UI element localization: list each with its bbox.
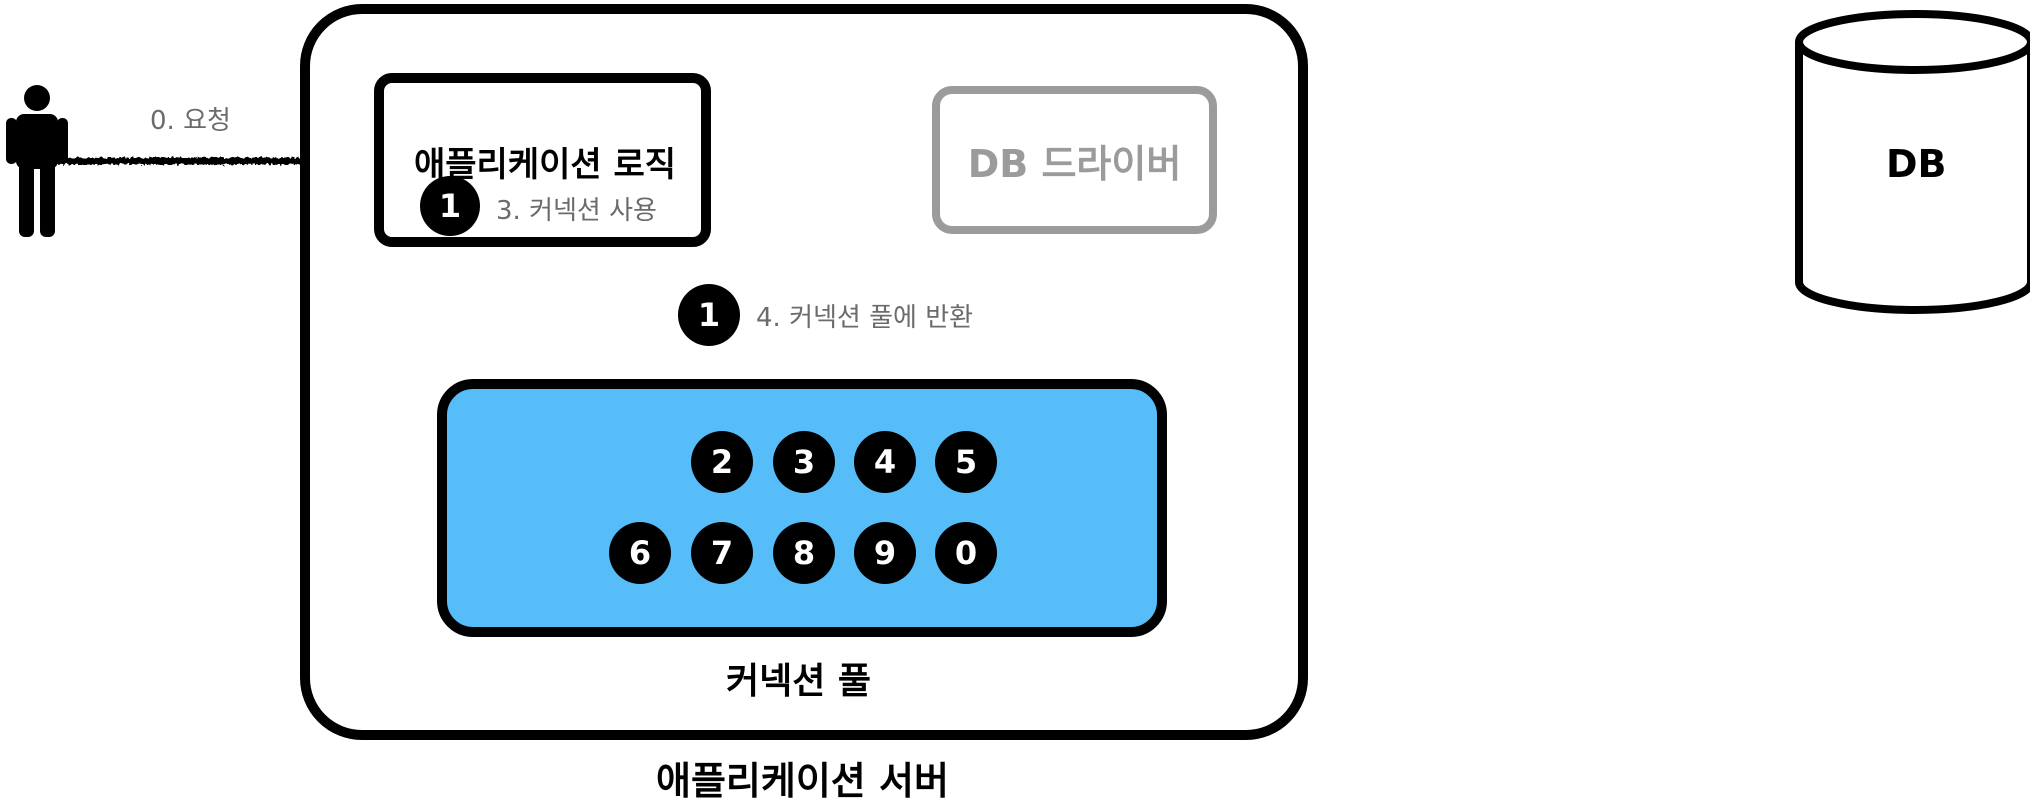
user-icon: [6, 85, 68, 237]
step-use-connection-label: 3. 커넥션 사용: [496, 196, 657, 226]
connection-pool-label: 커넥션 풀: [726, 661, 872, 702]
connection-1-in-use: 1: [420, 176, 480, 236]
pool-connection-4: 4: [854, 431, 916, 493]
pool-connection-9: 9: [854, 522, 916, 584]
pool-connection-0: 0: [935, 522, 997, 584]
connection-pool-box: [437, 379, 1167, 637]
step-request-label: 0. 요청: [150, 106, 231, 136]
pool-connection-6: 6: [609, 522, 671, 584]
application-server-label: 애플리케이션 서버: [656, 759, 949, 803]
pool-connection-2: 2: [691, 431, 753, 493]
pool-connection-3: 3: [773, 431, 835, 493]
db-label: DB: [1886, 142, 1947, 186]
pool-connection-8: 8: [773, 522, 835, 584]
step-return-connection-label: 4. 커넥션 풀에 반환: [756, 303, 974, 333]
db-driver-box: DB 드라이버: [932, 86, 1217, 234]
connection-1-returning: 1: [678, 284, 740, 346]
pool-connection-7: 7: [691, 522, 753, 584]
pool-connection-5: 5: [935, 431, 997, 493]
db-driver-label: DB 드라이버: [967, 141, 1182, 186]
db-cylinder: [1795, 10, 2030, 314]
